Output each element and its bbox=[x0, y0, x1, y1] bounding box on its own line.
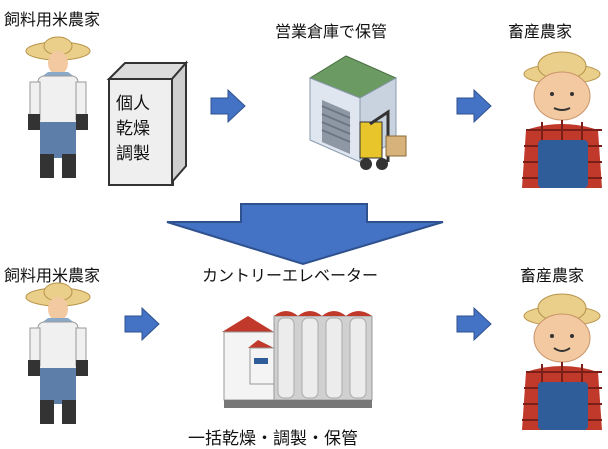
forklift-icon bbox=[359, 109, 407, 170]
batch-processing-label: 一括乾燥・調製・保管 bbox=[188, 429, 358, 449]
arrow-right-icon bbox=[456, 88, 492, 124]
top-feed-rice-farmer-label: 飼料用米農家 bbox=[4, 10, 101, 29]
warehouse-illustration bbox=[308, 55, 407, 170]
arrow-right-icon bbox=[124, 306, 160, 342]
country-elevator-label: カントリーエレベーター bbox=[202, 266, 379, 285]
arrow-right-icon bbox=[456, 306, 492, 342]
livestock-farmer-illustration bbox=[522, 293, 602, 430]
bottom-livestock-farmer-label: 畜産農家 bbox=[520, 266, 585, 285]
box-3d-edge bbox=[106, 60, 189, 185]
top-livestock-farmer-label: 畜産農家 bbox=[508, 22, 573, 41]
arrow-right-icon bbox=[210, 88, 246, 124]
box-line-3: 調製 bbox=[116, 144, 150, 164]
big-down-arrow-icon bbox=[166, 203, 444, 266]
country-elevator-illustration bbox=[222, 311, 373, 408]
feed-rice-farmer-illustration bbox=[25, 36, 91, 178]
feed-rice-farmer-illustration bbox=[25, 282, 91, 424]
box-line-1: 個人 bbox=[116, 94, 150, 114]
top-warehouse-label: 営業倉庫で保管 bbox=[275, 22, 388, 41]
livestock-farmer-illustration bbox=[522, 51, 602, 188]
bottom-feed-rice-farmer-label: 飼料用米農家 bbox=[4, 266, 101, 285]
box-line-2: 乾燥 bbox=[116, 119, 150, 139]
box-text: 個人 乾燥 調製 bbox=[113, 92, 153, 167]
